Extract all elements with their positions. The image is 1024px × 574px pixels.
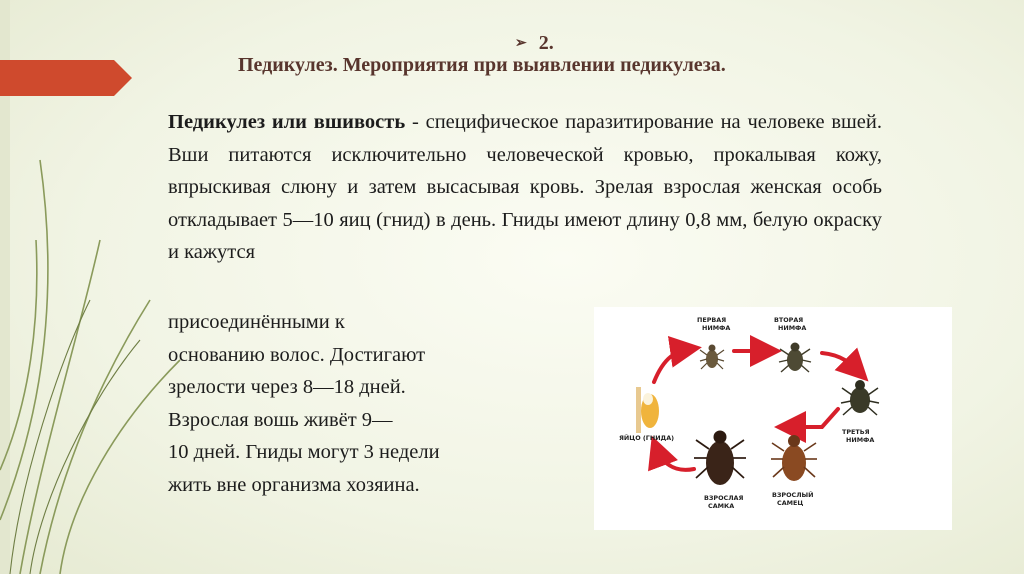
louse-nymph2-icon — [778, 342, 812, 373]
arrow-nymph2-to-nymph3 — [820, 347, 869, 382]
paragraph-text: - специфическое паразитирование на челов… — [168, 111, 883, 264]
stage-label: ВТОРАЯ — [774, 316, 803, 324]
paragraph-line: жить вне организма хозяина. — [168, 473, 420, 496]
paragraph-wide: Педикулез или вшивость - специфическое п… — [168, 106, 882, 269]
paragraph-term: Педикулез или вшивость — [168, 111, 406, 133]
paragraph-line: присоединёнными к — [168, 311, 345, 333]
stage-male: ВЗРОСЛЫЙ САМЕЦ — [771, 435, 817, 507]
stage-label: ТРЕТЬЯ — [842, 428, 870, 436]
louse-lifecycle-figure: ПЕРВАЯ НИМФА ВТОРАЯ НИМФА ТРЕТЬ — [594, 307, 952, 530]
stage-label: САМЕЦ — [777, 499, 803, 507]
stage-nymph1: ПЕРВАЯ НИМФА — [697, 316, 730, 370]
paragraph-line: основанию волос. Достигают — [168, 343, 426, 366]
louse-male-icon — [771, 435, 817, 481]
louse-nymph1-icon — [699, 344, 725, 370]
stage-nymph3: ТРЕТЬЯ НИМФА — [840, 380, 880, 444]
stage-label: ЯЙЦО (ГНИДА) — [619, 433, 674, 442]
left-stripe — [0, 0, 10, 574]
paragraph-line: зрелости через 8—18 дней. — [168, 376, 406, 399]
heading-number: ➢ 2. — [515, 32, 554, 55]
stage-egg: ЯЙЦО (ГНИДА) — [619, 387, 674, 442]
decorative-grass-lines — [0, 159, 181, 574]
stage-label: НИМФА — [778, 324, 806, 332]
arrow-bullet-icon: ➢ — [515, 36, 527, 51]
louse-female-icon — [694, 430, 746, 485]
louse-nymph3-icon — [840, 380, 880, 416]
arrow-female-to-egg — [648, 435, 696, 472]
paragraph-line: 10 дней. Гниды могут 3 недели — [168, 441, 440, 464]
paragraph-narrow: присоединёнными к основанию волос. Дости… — [168, 306, 528, 502]
heading-title: Педикулез. Мероприятия при выявлении пед… — [238, 54, 726, 76]
stage-label: ВЗРОСЛЫЙ — [772, 490, 814, 499]
stage-nymph2: ВТОРАЯ НИМФА — [774, 316, 812, 373]
stage-label: НИМФА — [846, 436, 874, 444]
stage-female: ВЗРОСЛАЯ САМКА — [694, 430, 746, 510]
slide-heading: ➢ 2. Педикулез. Мероприятия при выявлении… — [0, 14, 1024, 84]
paragraph-line: Взрослая вошь живёт 9— — [168, 408, 393, 431]
stage-label: ПЕРВАЯ — [697, 316, 726, 324]
heading-number-text: 2. — [538, 32, 554, 54]
arrow-egg-to-nymph1 — [652, 335, 702, 384]
stage-label: САМКА — [708, 502, 734, 510]
red-arrow-banner — [0, 60, 132, 96]
arrow-nymph3-to-male — [774, 407, 840, 443]
nit-on-hair-icon — [636, 387, 659, 433]
stage-label: ВЗРОСЛАЯ — [704, 494, 743, 502]
stage-label: НИМФА — [702, 324, 730, 332]
lifecycle-diagram: ПЕРВАЯ НИМФА ВТОРАЯ НИМФА ТРЕТЬ — [619, 316, 880, 510]
